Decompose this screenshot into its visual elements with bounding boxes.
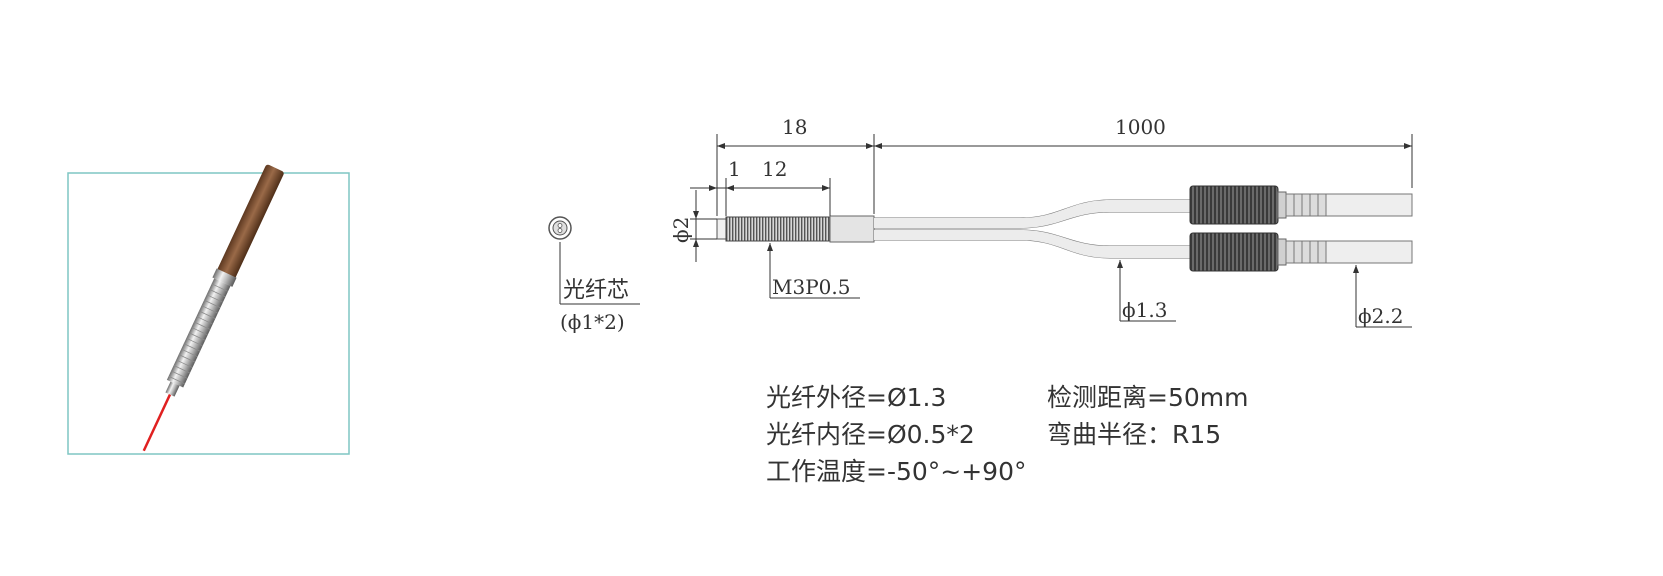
connector-upper (1189, 185, 1413, 225)
spec-temperature: 工作温度=-50°~+90° (766, 457, 1027, 486)
spec-inner-diameter: 光纤内径=Ø0.5*2 (766, 420, 975, 449)
fiber-diameter-callout: ϕ1.3 (1122, 298, 1167, 322)
threaded-probe (166, 278, 231, 388)
connector-diameter-callout: ϕ2.2 (1358, 304, 1403, 328)
product-photo (67, 164, 350, 455)
cable-sheath (216, 164, 284, 280)
dim-overall-head: 18 (782, 115, 807, 139)
side-view: 18 1000 1 12 ϕ2 M3P0.5 ϕ1.3 ϕ2.2 (669, 115, 1413, 328)
core-label: 光纤芯 (563, 278, 629, 303)
dim-tip: 1 (728, 157, 741, 181)
dim-fiber-length: 1000 (1115, 115, 1166, 139)
connector-lower (1189, 232, 1413, 272)
laser-beam (142, 394, 172, 452)
core-spec: (ϕ1*2) (560, 310, 625, 334)
spec-outer-diameter: 光纤外径=Ø1.3 (766, 383, 946, 412)
thread-section (725, 216, 831, 242)
thread-callout: M3P0.5 (772, 275, 850, 299)
end-view: 光纤芯 (ϕ1*2) (548, 216, 640, 334)
dim-head-diameter: ϕ2 (669, 217, 693, 243)
spec-list: 光纤外径=Ø1.3 光纤内径=Ø0.5*2 工作温度=-50°~+90° 检测距… (766, 383, 1248, 486)
spec-bend-radius: 弯曲半径：R15 (1047, 420, 1221, 449)
spec-detect-distance: 检测距离=50mm (1047, 383, 1248, 412)
dim-thread-length: 12 (762, 157, 787, 181)
